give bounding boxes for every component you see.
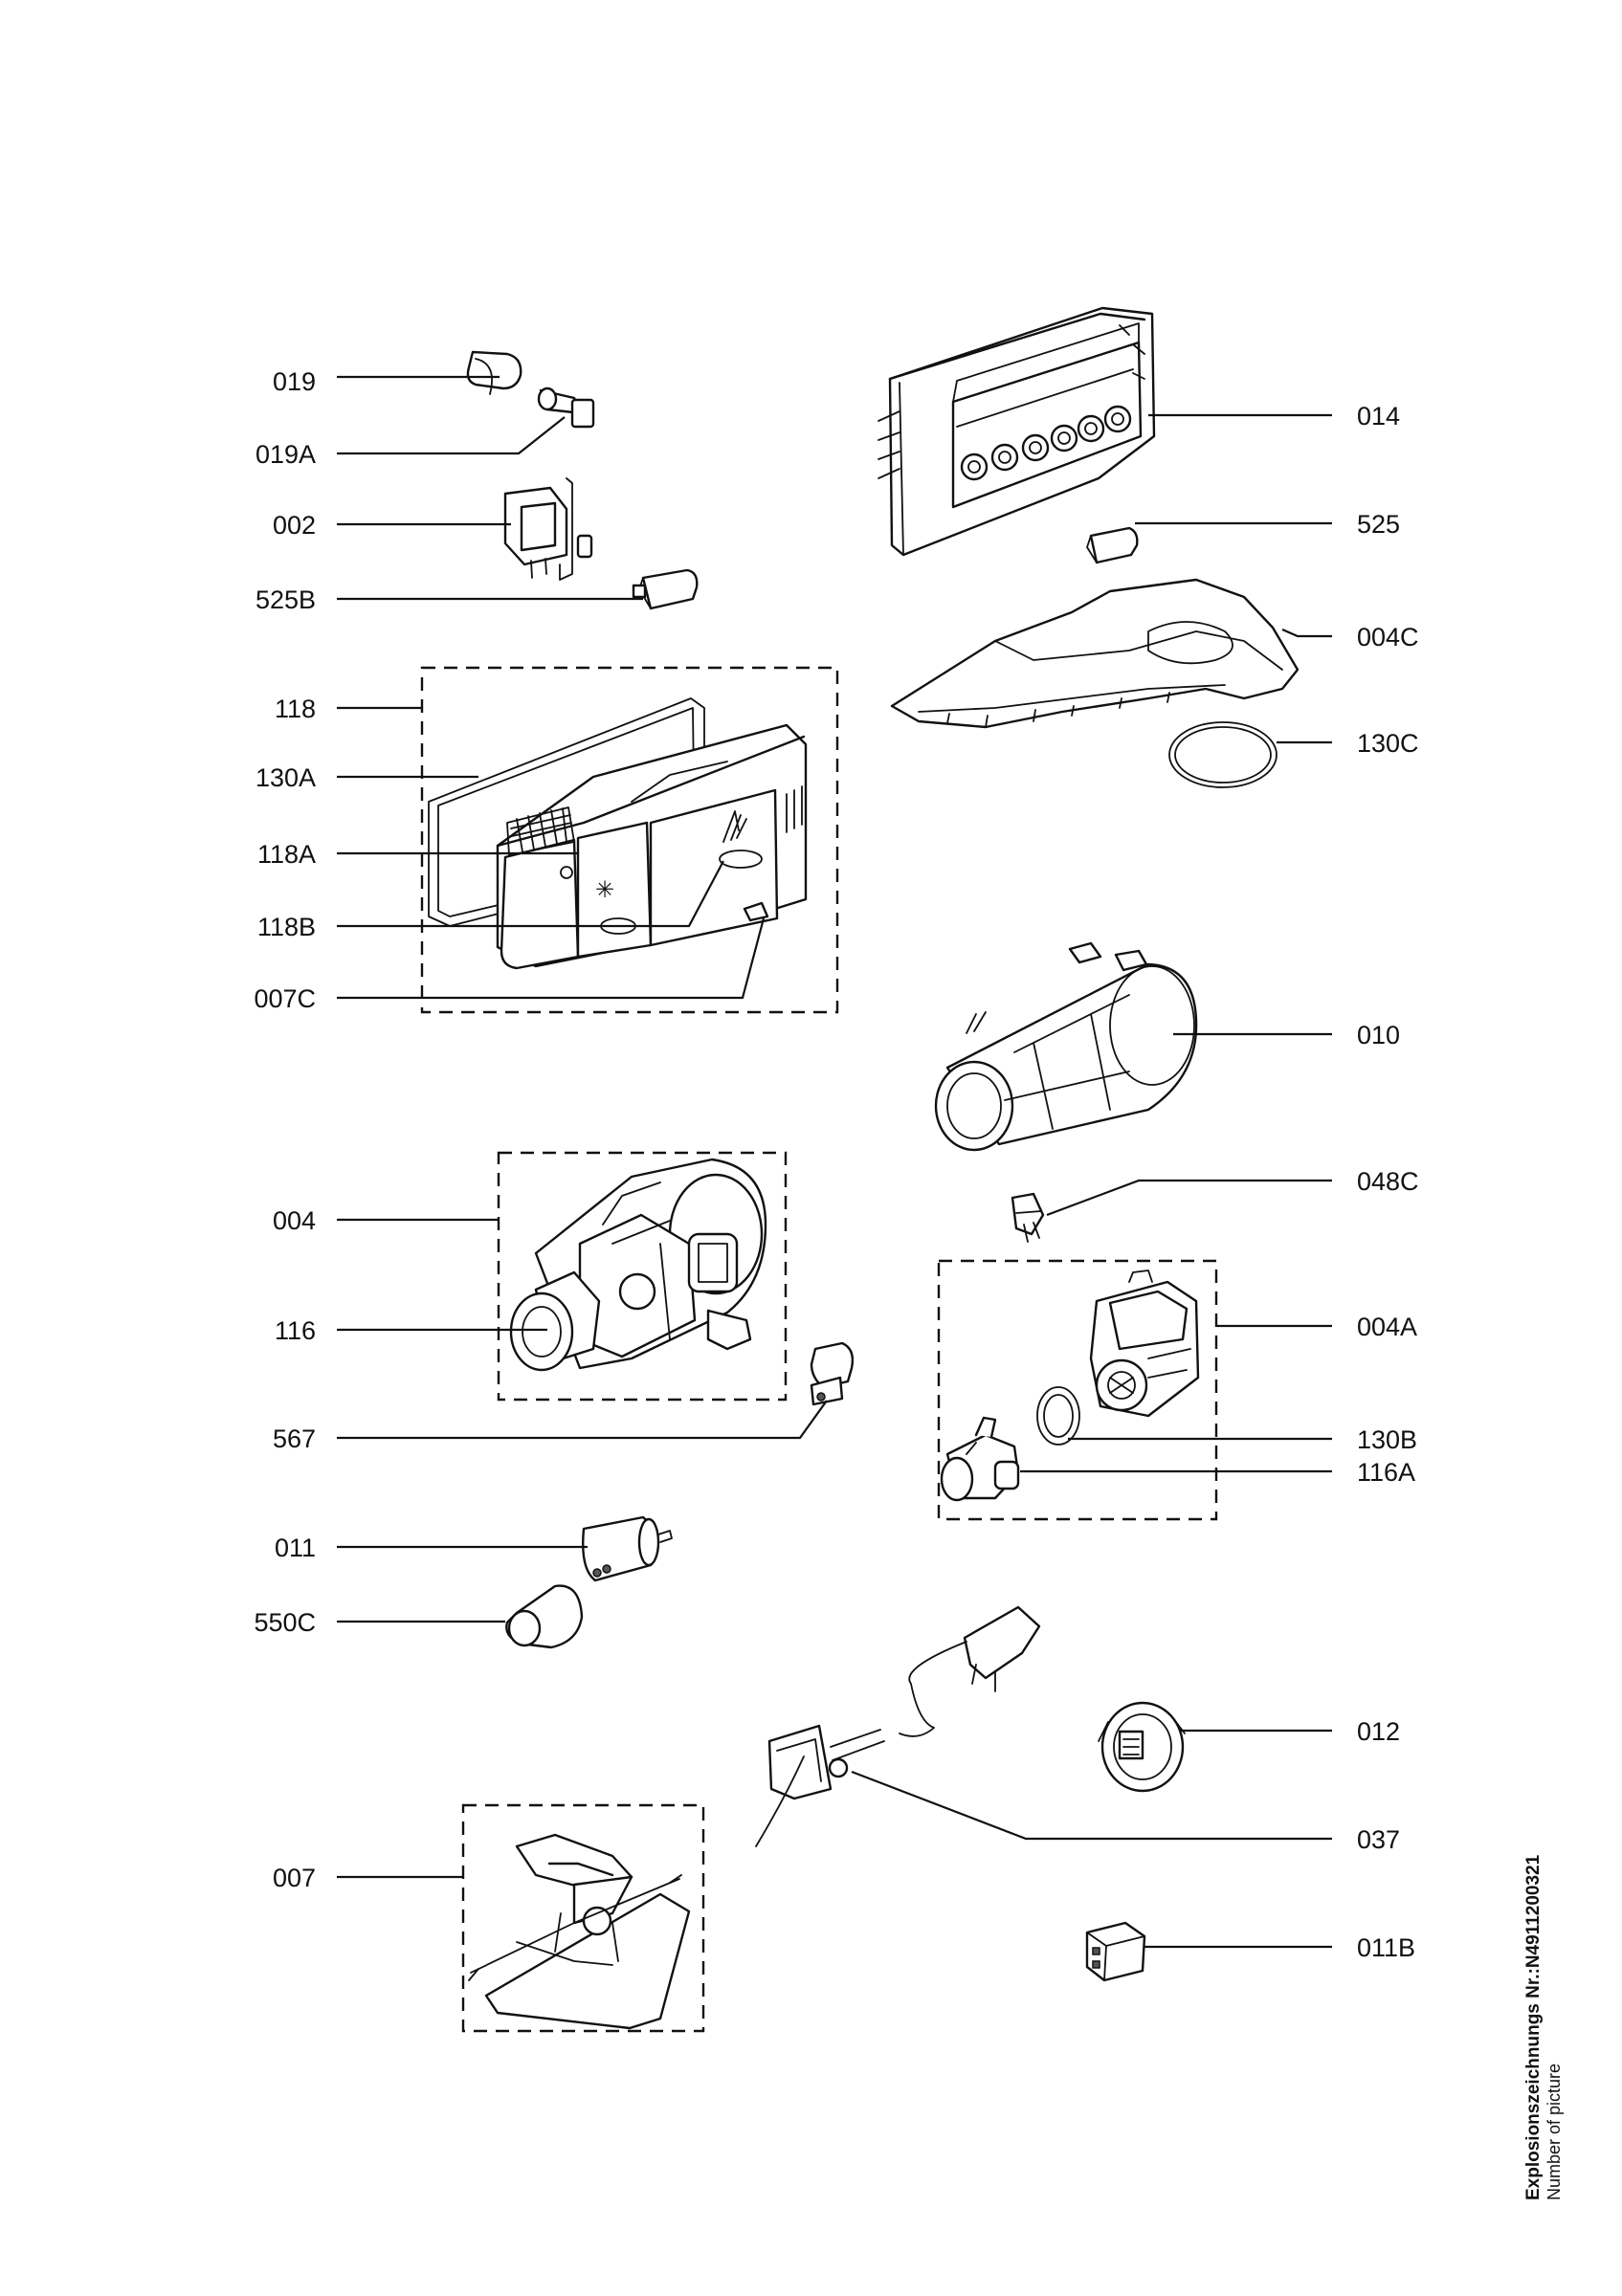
label-130B: 130B <box>1357 1425 1417 1454</box>
label-012: 012 <box>1357 1717 1400 1746</box>
part-130C-ring-inner <box>1174 726 1272 784</box>
label-116: 116 <box>275 1316 316 1345</box>
part-011-capacitor <box>582 1515 673 1582</box>
part-525-key <box>1086 526 1139 564</box>
label-037: 037 <box>1357 1825 1400 1854</box>
part-004C-cover <box>890 578 1300 729</box>
part-130B-ring-inner <box>1043 1394 1074 1438</box>
label-048C: 048C <box>1357 1167 1419 1196</box>
label-116A: 116A <box>1357 1458 1415 1487</box>
part-019-clip <box>466 350 522 395</box>
label-118A: 118A <box>257 840 316 869</box>
caption-number-of-picture: Number of picture <box>1544 2063 1564 2200</box>
part-550C-cap <box>505 1584 584 1649</box>
group-box-004A <box>937 1259 1218 1521</box>
caption-drawing-number: Explosionszeichnungs Nr.:N4911200321 <box>1523 1851 1544 2200</box>
part-014-control-module <box>878 306 1156 557</box>
part-116A-pipe <box>940 1416 1020 1502</box>
part-002-switch <box>503 477 593 581</box>
label-002: 002 <box>273 511 316 540</box>
part-010-heater <box>934 941 1198 1152</box>
part-130C-ring <box>1168 721 1278 788</box>
label-004: 004 <box>273 1206 316 1235</box>
label-004C: 004C <box>1357 623 1419 651</box>
label-130A: 130A <box>256 763 316 792</box>
part-011B-relay <box>1085 1921 1146 1982</box>
part-012-pressure-switch <box>1098 1701 1186 1793</box>
label-525: 525 <box>1357 510 1400 539</box>
group-box-007 <box>461 1803 705 2033</box>
label-118: 118 <box>275 695 316 723</box>
label-019A: 019A <box>256 440 316 469</box>
label-007: 007 <box>273 1864 316 1892</box>
picture-number-caption: Explosionszeichnungs Nr.:N4911200321 Num… <box>1523 1851 1565 2200</box>
label-011: 011 <box>275 1534 316 1562</box>
leader-lines <box>337 375 1332 1949</box>
label-007C: 007C <box>254 984 316 1013</box>
label-525B: 525B <box>256 585 316 614</box>
part-130B-ring <box>1036 1386 1080 1446</box>
group-box-118 <box>420 666 839 1014</box>
part-004-pump <box>509 1158 767 1372</box>
label-019: 019 <box>273 367 316 396</box>
part-037-hose <box>755 1605 1041 1847</box>
part-525B-key <box>632 568 699 610</box>
part-118-dispenser: ✳ <box>428 697 808 970</box>
part-019A-plug <box>537 386 595 429</box>
label-118B: 118B <box>257 913 316 941</box>
label-004A: 004A <box>1357 1313 1417 1341</box>
svg-text:✳: ✳ <box>595 877 614 903</box>
part-048C-sensor <box>1011 1192 1045 1243</box>
label-014: 014 <box>1357 402 1400 430</box>
part-567-clip <box>810 1341 855 1406</box>
part-004A-drain-pump <box>1089 1269 1200 1418</box>
part-007-spray-arm <box>468 1833 691 2030</box>
label-130C: 130C <box>1357 729 1419 758</box>
label-011B: 011B <box>1357 1933 1415 1962</box>
group-box-004 <box>497 1151 788 1402</box>
label-550C: 550C <box>254 1608 316 1637</box>
label-567: 567 <box>273 1424 316 1453</box>
label-010: 010 <box>1357 1021 1400 1049</box>
